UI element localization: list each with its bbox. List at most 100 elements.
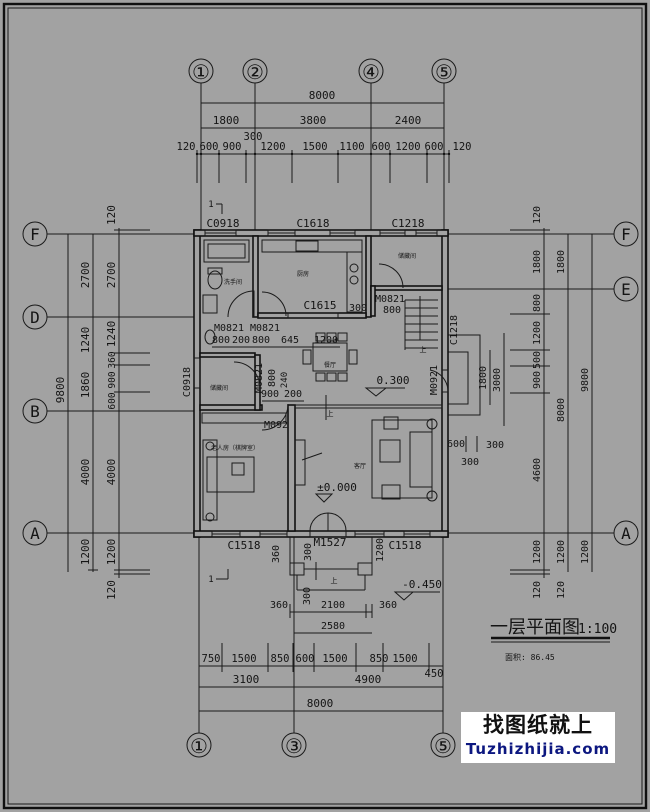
- area-label: 面积: 86.45: [505, 652, 555, 662]
- stair-up-label: 上: [331, 576, 338, 585]
- dimension-label: 120: [105, 205, 118, 225]
- bathtub-inner: [207, 243, 246, 259]
- dimension-label: 4000: [105, 459, 118, 486]
- dimension-label: 8000: [307, 697, 334, 710]
- dimension-label: 1200: [314, 335, 338, 346]
- kitchen-counter: [346, 251, 363, 313]
- room-label: 厨房: [297, 270, 309, 278]
- dimension-label: 1200: [532, 540, 543, 564]
- opening-label: M1527: [313, 536, 346, 549]
- dimension-label: 900: [532, 371, 543, 389]
- dimension-label: 600: [296, 653, 315, 665]
- room-label: 储藏间: [210, 384, 228, 392]
- dimension-label: 1240: [79, 327, 92, 354]
- watermark-url: Tuzhizhijia.com: [465, 740, 611, 758]
- side-step: [447, 351, 469, 405]
- stove-burner-icon: [349, 263, 359, 273]
- door-opening: [441, 369, 449, 393]
- elevation-triangle-icon: [314, 493, 334, 503]
- dimension-label: 4600: [532, 458, 543, 482]
- dimension-label: 360: [270, 600, 288, 611]
- section-mark: 1: [208, 200, 213, 210]
- dimension-label: 800: [383, 305, 401, 316]
- porch-column: [289, 562, 305, 576]
- dimension-label: 300: [302, 587, 313, 605]
- axis-label: F: [621, 225, 631, 244]
- opening-label: M0821: [214, 323, 244, 334]
- chair-icon: [326, 372, 337, 382]
- axis-label: ③: [285, 734, 303, 758]
- axis-label: A: [621, 524, 631, 543]
- door-swing-icon: [261, 291, 287, 317]
- door-swing-icon: [261, 403, 289, 431]
- dimension-label: 300: [303, 543, 314, 561]
- dimension-label: 850: [271, 653, 290, 665]
- opening-label: C1618: [296, 217, 329, 230]
- pillow-icon: [231, 462, 245, 476]
- dimension-label: 360: [107, 351, 118, 368]
- dimension-label: 500: [532, 351, 543, 369]
- interior-wall: [254, 354, 261, 411]
- opening-label: C1615: [303, 299, 336, 312]
- elevation-label: -0.450: [402, 578, 442, 591]
- tick-dot: [290, 152, 294, 156]
- dimension-label: 600: [200, 141, 219, 153]
- opening-label: M0821: [254, 363, 265, 393]
- dimension-label: 1500: [302, 141, 327, 153]
- dimension-label: 120: [556, 581, 567, 599]
- interior-wall: [252, 235, 259, 318]
- dimension-label: 8000: [309, 89, 336, 102]
- tick-dot: [425, 152, 429, 156]
- dimension-label: 1200: [375, 538, 386, 562]
- interior-wall: [365, 235, 372, 318]
- tick-dot: [388, 152, 392, 156]
- dimension-label: 120: [532, 206, 543, 224]
- dimension-label: 800: [212, 335, 230, 346]
- tick-dot: [253, 152, 257, 156]
- tick-dot: [442, 152, 446, 156]
- door-swing-icon: [233, 361, 261, 389]
- dimension-label: 200: [232, 335, 250, 346]
- watermark-logo: 找图纸就上 Tuzhizhijia.com: [461, 712, 615, 763]
- nightstand-lamp-icon: [205, 512, 215, 522]
- chair-icon: [326, 332, 337, 342]
- axis-label: E: [621, 280, 631, 299]
- washbasin-icon: [202, 294, 218, 314]
- room-label: 洗手间: [224, 278, 242, 286]
- dimension-label: 900: [107, 371, 118, 388]
- tick-dot: [369, 152, 373, 156]
- tv-sightline: [301, 452, 323, 461]
- dimension-label: 3100: [233, 673, 260, 686]
- kitchen-sink-icon: [295, 240, 319, 252]
- dimension-label: 800: [267, 369, 278, 387]
- dimension-label: 1100: [339, 141, 364, 153]
- dimension-label: 600: [447, 439, 465, 450]
- exterior-wall-right: [441, 229, 449, 538]
- drawing-scale: 1:100: [578, 622, 617, 637]
- armchair-icon: [381, 484, 401, 500]
- interior-wall: [287, 404, 296, 532]
- partition: [294, 404, 443, 409]
- sink-icon: [204, 329, 216, 345]
- opening-label: C1218: [391, 217, 424, 230]
- door-swing-icon: [309, 512, 329, 532]
- dimension-label: 1800: [213, 114, 240, 127]
- door-swing-icon: [378, 263, 404, 289]
- dimension-label: 1800: [532, 250, 543, 274]
- stair-up-label: 上: [327, 409, 334, 418]
- elevation-label: 0.300: [376, 374, 409, 387]
- bed-icon: [206, 456, 255, 493]
- dimension-label: 1240: [105, 321, 118, 348]
- dimension-label: 2100: [321, 600, 345, 611]
- dimension-label: 200: [284, 389, 302, 400]
- tick-dot: [447, 152, 451, 156]
- dimension-label: 1200: [556, 540, 567, 564]
- stair-up-label: 上: [420, 345, 427, 354]
- dimension-label: 800: [532, 294, 543, 312]
- dimension-label: 850: [370, 653, 389, 665]
- room-label: 客厅: [354, 462, 366, 470]
- dimension-label: 1200: [580, 540, 591, 564]
- chair-icon: [337, 372, 348, 382]
